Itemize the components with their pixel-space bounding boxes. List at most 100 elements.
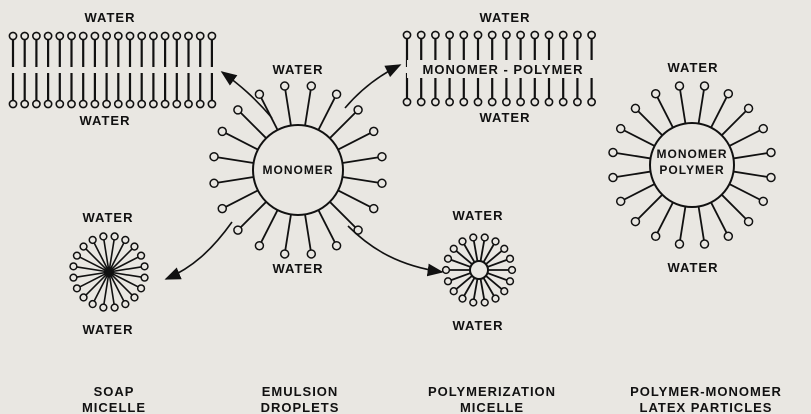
soap-bilayer <box>9 32 215 107</box>
latex-soap-molecule-tail <box>657 202 672 232</box>
latex-soap-molecule-tail <box>722 111 746 135</box>
latex-soap-molecule-head <box>675 82 683 90</box>
polymerization-micelle <box>443 234 516 306</box>
soap-micelle-head <box>70 274 77 281</box>
latex-soap-molecule-head <box>759 125 767 133</box>
latex-soap-molecule-head <box>675 240 683 248</box>
arrow-to-monomer-polymer-layer <box>345 65 400 108</box>
soap-molecule-lower-head <box>115 100 122 107</box>
poly-micelle-molecule-tail <box>474 279 478 299</box>
latex-soap-molecule-tail <box>699 206 704 240</box>
latex-soap-molecule-tail <box>722 195 746 219</box>
soap-molecule-upper-head <box>197 32 204 39</box>
droplet-soap-molecule-tail <box>318 210 334 242</box>
mp-molecule-lower-head <box>531 98 538 105</box>
droplet-soap-molecule-tail <box>342 177 378 183</box>
droplet-soap-molecule-tail <box>261 210 277 242</box>
mp-molecule-upper-head <box>560 31 567 38</box>
poly-micelle-molecule-head <box>443 267 450 274</box>
soap-micelle-head <box>70 263 77 270</box>
latex-soap-molecule-tail <box>624 184 654 199</box>
soap-micelle-head <box>89 301 96 308</box>
mp-molecule-upper-head <box>403 31 410 38</box>
droplet-soap-molecule-tail <box>226 133 258 149</box>
arrow-to-polymerization-micelle <box>348 226 442 272</box>
soap-molecule-upper-head <box>150 32 157 39</box>
soap-micelle-head <box>74 252 81 259</box>
droplet-soap-molecule-head <box>378 153 386 161</box>
soap-micelle-head <box>74 285 81 292</box>
droplet-soap-molecule-head <box>370 127 378 135</box>
soap-micelle-tail <box>86 249 108 271</box>
latex-soap-molecule-head <box>767 174 775 182</box>
water-label-poly-top: WATER <box>453 208 504 223</box>
latex-core-label-1: MONOMER <box>657 147 728 161</box>
latex-soap-molecule-tail <box>711 97 726 127</box>
water-label-soap-top: WATER <box>83 210 134 225</box>
droplet-soap-molecule-head <box>255 90 263 98</box>
latex-soap-molecule-tail <box>733 153 767 158</box>
water-label-latex-top: WATER <box>668 60 719 75</box>
latex-soap-molecule-tail <box>638 111 662 135</box>
latex-soap-molecule-tail <box>624 130 654 145</box>
latex-soap-molecule-tail <box>657 97 672 127</box>
water-label-mp-bottom: WATER <box>480 110 531 125</box>
mp-molecule-lower-head <box>460 98 467 105</box>
latex-soap-molecule-tail <box>680 90 685 124</box>
soap-molecule-lower-head <box>33 100 40 107</box>
poly-micelle-molecule-head <box>445 278 452 285</box>
soap-micelle-head <box>141 263 148 270</box>
soap-molecule-lower-head <box>162 100 169 107</box>
mp-molecule-lower-head <box>489 98 496 105</box>
caption-emulsion-1: EMULSION <box>262 384 339 399</box>
poly-micelle-molecule-head <box>450 288 457 295</box>
poly-micelle-molecule-head <box>481 234 488 241</box>
soap-molecule-lower-head <box>68 100 75 107</box>
soap-micelle-center <box>106 269 112 275</box>
soap-micelle-head <box>89 237 96 244</box>
soap-micelle-tail <box>110 249 132 271</box>
soap-molecule-upper-head <box>9 32 16 39</box>
droplet-soap-molecule-head <box>378 179 386 187</box>
droplet-soap-molecule-head <box>210 179 218 187</box>
poly-micelle-molecule-head <box>445 255 452 262</box>
mp-molecule-upper-head <box>503 31 510 38</box>
droplet-soap-molecule-head <box>307 250 315 258</box>
droplet-soap-molecule-head <box>210 153 218 161</box>
monomer-polymer-layer-label: MONOMER - POLYMER <box>423 62 584 77</box>
latex-soap-molecule-tail <box>699 90 704 124</box>
latex-soap-molecule-head <box>631 104 639 112</box>
mp-molecule-upper-head <box>588 31 595 38</box>
mp-molecule-lower-head <box>403 98 410 105</box>
latex-soap-molecule-head <box>701 240 709 248</box>
mp-molecule-upper-head <box>531 31 538 38</box>
soap-micelle-head <box>131 243 138 250</box>
droplet-soap-molecule-head <box>307 82 315 90</box>
latex-soap-molecule-tail <box>711 202 726 232</box>
droplet-soap-molecule-head <box>281 82 289 90</box>
droplet-soap-molecule-tail <box>330 113 355 138</box>
droplet-soap-molecule-tail <box>285 214 291 250</box>
droplet-soap-molecule-tail <box>305 90 311 126</box>
droplet-soap-molecule-head <box>234 226 242 234</box>
arrow-to-soap-bilayer <box>222 72 272 118</box>
droplet-soap-molecule-tail <box>305 214 311 250</box>
soap-molecule-lower-head <box>45 100 52 107</box>
water-label-bilayer-top: WATER <box>85 10 136 25</box>
soap-molecule-upper-head <box>208 32 215 39</box>
caption-emulsion-2: DROPLETS <box>261 400 340 414</box>
poly-micelle-molecule-head <box>470 234 477 241</box>
latex-soap-molecule-head <box>652 90 660 98</box>
water-label-mp-top: WATER <box>480 10 531 25</box>
caption-latex-1: POLYMER-MONOMER <box>630 384 782 399</box>
soap-micelle-head <box>141 274 148 281</box>
soap-molecule-lower-head <box>208 100 215 107</box>
mp-molecule-lower-head <box>446 98 453 105</box>
soap-micelle-head <box>122 237 129 244</box>
latex-soap-molecule-head <box>745 104 753 112</box>
poly-micelle-molecule-head <box>501 288 508 295</box>
latex-soap-molecule-head <box>617 125 625 133</box>
soap-micelle-head <box>138 252 145 259</box>
droplet-soap-molecule-head <box>281 250 289 258</box>
